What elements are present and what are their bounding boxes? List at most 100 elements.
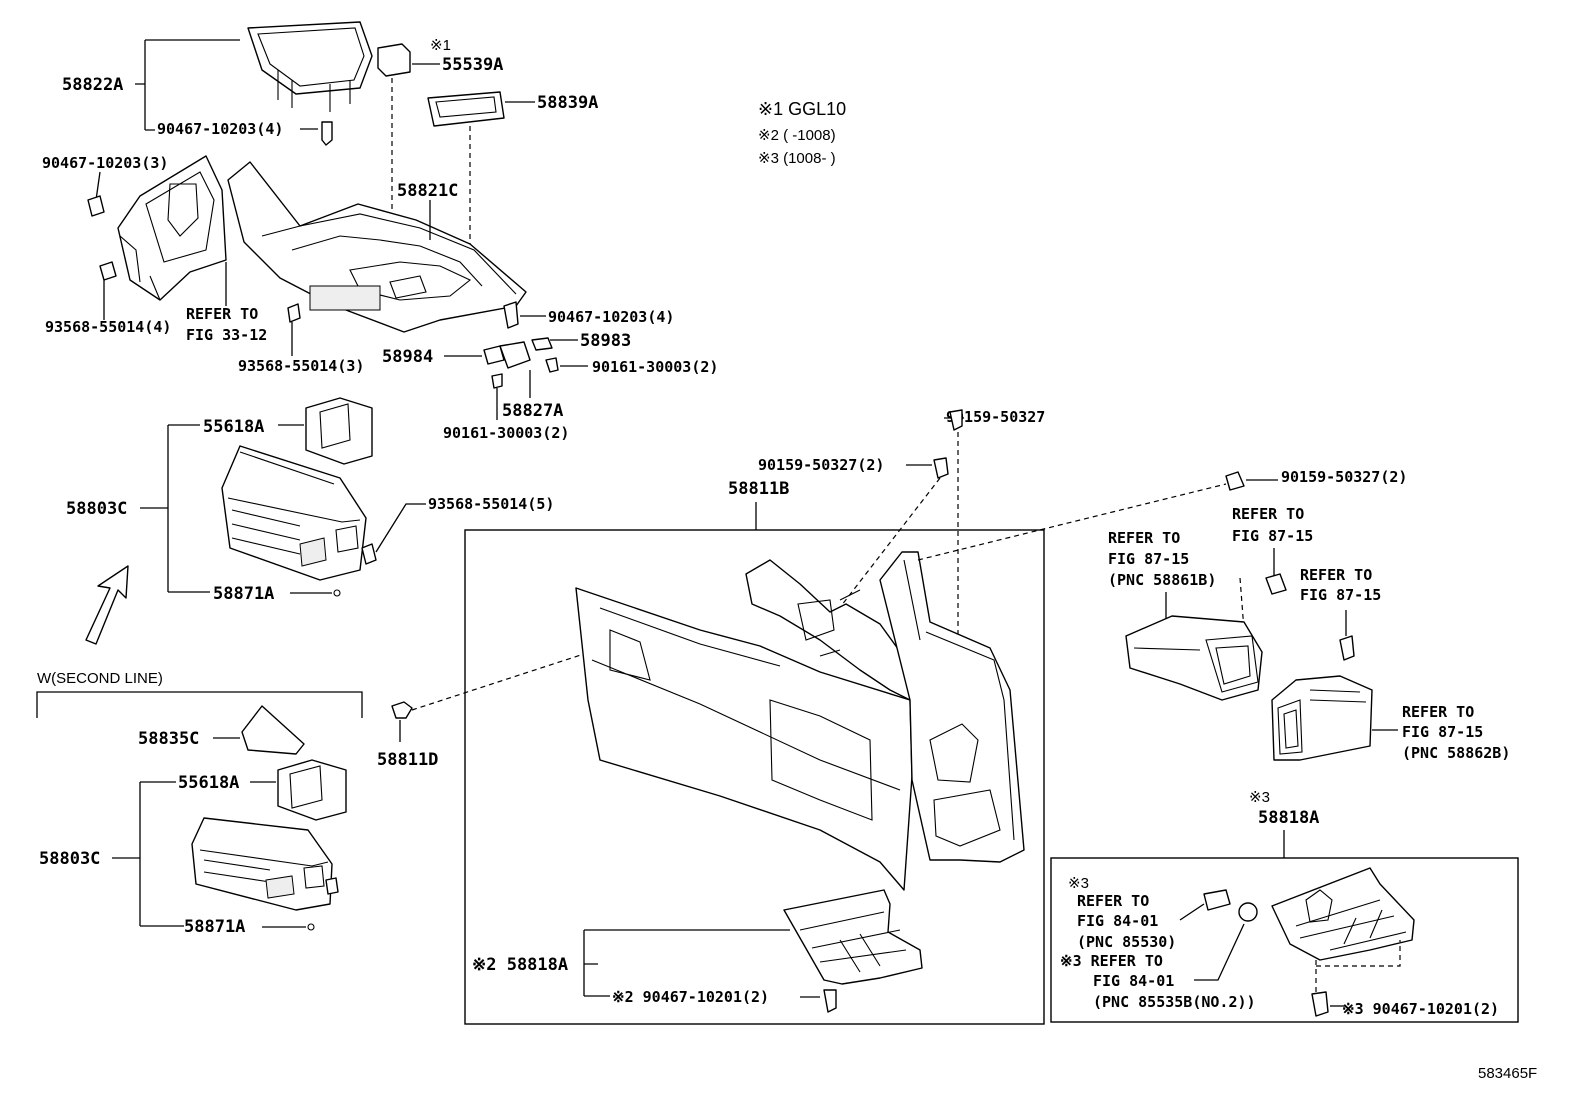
label-58821C: 58821C bbox=[397, 181, 458, 201]
mark-58818A: ※3 bbox=[1249, 789, 1270, 806]
part-58983-clip bbox=[531, 337, 553, 351]
refer-8401b-1: ※3 REFER TO bbox=[1060, 952, 1163, 970]
screw-icon bbox=[99, 261, 117, 281]
arrow-icon bbox=[85, 565, 129, 645]
part-58818A-lower-panel-left bbox=[783, 889, 923, 985]
clip-icon bbox=[1311, 991, 1329, 1017]
bolt-icon bbox=[949, 409, 963, 431]
part-shift-bezel bbox=[117, 155, 227, 301]
grommet-icon bbox=[307, 923, 315, 931]
part-58861B-duct bbox=[1125, 615, 1263, 701]
refer-fig33-line2: FIG 33-12 bbox=[186, 326, 267, 344]
label-93568-55014-5: 93568-55014(5) bbox=[428, 495, 554, 513]
label-90159-50327: 90159-50327 bbox=[946, 408, 1045, 426]
part-58811B-console-body bbox=[575, 551, 1025, 891]
label-90159-50327-2b: 90159-50327(2) bbox=[1281, 468, 1407, 486]
screw-icon bbox=[361, 543, 377, 565]
label-55539A: 55539A bbox=[442, 55, 503, 75]
figure-code: 583465F bbox=[1478, 1065, 1537, 1082]
label-58803C-2: 58803C bbox=[39, 849, 100, 869]
refer-8715b-2: FIG 87-15 bbox=[1232, 527, 1313, 545]
refer-8715d-2: FIG 87-15 bbox=[1402, 723, 1483, 741]
part-58827A-block bbox=[499, 341, 531, 369]
part-58984-clip bbox=[483, 345, 505, 365]
grommet-icon bbox=[333, 589, 341, 597]
label-93568-55014-4: 93568-55014(4) bbox=[45, 318, 171, 336]
part-58862B-duct bbox=[1271, 675, 1373, 761]
screw-icon bbox=[491, 373, 503, 389]
label-90467-10203-4a: 90467-10203(4) bbox=[157, 120, 283, 138]
part-58839A-panel bbox=[427, 91, 505, 127]
part-55618A-bracket-1 bbox=[305, 397, 373, 465]
socket-icon bbox=[1203, 889, 1231, 911]
label-58818A-left: ※2 58818A bbox=[472, 955, 568, 975]
label-58803C-1: 58803C bbox=[66, 499, 127, 519]
label-58984: 58984 bbox=[382, 347, 433, 367]
bolt-icon bbox=[1265, 573, 1287, 595]
part-55618A-bracket-2 bbox=[277, 759, 347, 821]
group-box-58811B bbox=[464, 529, 1045, 1025]
label-55618A-1: 55618A bbox=[203, 417, 264, 437]
part-58821C-console-panel bbox=[227, 161, 527, 333]
label-58811B: 58811B bbox=[728, 479, 789, 499]
label-90467-10201-2a: ※2 90467-10201(2) bbox=[612, 988, 769, 1006]
label-58983: 58983 bbox=[580, 331, 631, 351]
refer-8715d-1: REFER TO bbox=[1402, 703, 1474, 721]
screw-icon bbox=[545, 357, 559, 373]
part-58822A-tray bbox=[247, 21, 373, 112]
label-90467-10203-4b: 90467-10203(4) bbox=[548, 308, 674, 326]
part-58835C-cover bbox=[241, 705, 305, 755]
note-3: ※3 (1008- ) bbox=[758, 150, 836, 167]
refer-8715a-3: (PNC 58861B) bbox=[1108, 571, 1216, 589]
note-2: ※2 ( -1008) bbox=[758, 127, 836, 144]
label-58827A: 58827A bbox=[502, 401, 563, 421]
mark-55539A: ※1 bbox=[430, 37, 451, 54]
label-58811D: 58811D bbox=[377, 750, 438, 770]
part-55539A-switch bbox=[377, 43, 411, 77]
label-58871A-2: 58871A bbox=[184, 917, 245, 937]
screw-icon bbox=[325, 877, 339, 895]
part-58803C-cup-holder-1 bbox=[221, 445, 367, 581]
label-58822A: 58822A bbox=[62, 75, 123, 95]
label-90467-10201-2b: ※3 90467-10201(2) bbox=[1342, 1000, 1499, 1018]
refer-8715b-1: REFER TO bbox=[1232, 505, 1304, 523]
refer-8401b-3: (PNC 85535B(NO.2)) bbox=[1093, 993, 1256, 1011]
bolt-icon bbox=[1225, 471, 1245, 491]
label-93568-55014-3: 93568-55014(3) bbox=[238, 357, 364, 375]
part-58811D-clip bbox=[391, 701, 413, 719]
refer-8401a-2: FIG 84-01 bbox=[1077, 912, 1158, 930]
clip-icon bbox=[87, 195, 105, 217]
clip-icon bbox=[823, 989, 837, 1013]
label-90159-50327-2a: 90159-50327(2) bbox=[758, 456, 884, 474]
refer-8715a-2: FIG 87-15 bbox=[1108, 550, 1189, 568]
refer-8401b-2: FIG 84-01 bbox=[1093, 972, 1174, 990]
bolt-icon bbox=[933, 457, 949, 479]
label-58839A: 58839A bbox=[537, 93, 598, 113]
refer-8715c-1: REFER TO bbox=[1300, 566, 1372, 584]
label-58835C: 58835C bbox=[138, 729, 199, 749]
label-58871A-1: 58871A bbox=[213, 584, 274, 604]
refer-8715a-1: REFER TO bbox=[1108, 529, 1180, 547]
label-90161-30003-2b: 90161-30003(2) bbox=[443, 424, 569, 442]
part-58818A-lower-panel-right bbox=[1271, 867, 1415, 961]
clip-icon bbox=[503, 301, 519, 329]
label-90161-30003-2a: 90161-30003(2) bbox=[592, 358, 718, 376]
bolt-icon bbox=[1339, 635, 1355, 661]
refer-8715c-2: FIG 87-15 bbox=[1300, 586, 1381, 604]
refer-8401a-1: REFER TO bbox=[1077, 892, 1149, 910]
label-58818A-right: 58818A bbox=[1258, 808, 1319, 828]
group-box-58818A bbox=[1050, 857, 1519, 1023]
w-second-line: W(SECOND LINE) bbox=[37, 670, 163, 687]
note-ggl10: ※1 GGL10 bbox=[758, 99, 846, 119]
label-90467-10203-3: 90467-10203(3) bbox=[42, 154, 168, 172]
refer-fig33-line1: REFER TO bbox=[186, 305, 258, 323]
clip-icon bbox=[321, 121, 333, 146]
part-58803C-cup-holder-2 bbox=[191, 817, 333, 911]
label-55618A-2: 55618A bbox=[178, 773, 239, 793]
refer-8715d-3: (PNC 58862B) bbox=[1402, 744, 1510, 762]
socket-cap-icon bbox=[1238, 902, 1258, 922]
refer-8401a-3: (PNC 85530) bbox=[1077, 933, 1176, 951]
screw-icon bbox=[287, 303, 301, 323]
box-mark3: ※3 bbox=[1068, 875, 1089, 892]
